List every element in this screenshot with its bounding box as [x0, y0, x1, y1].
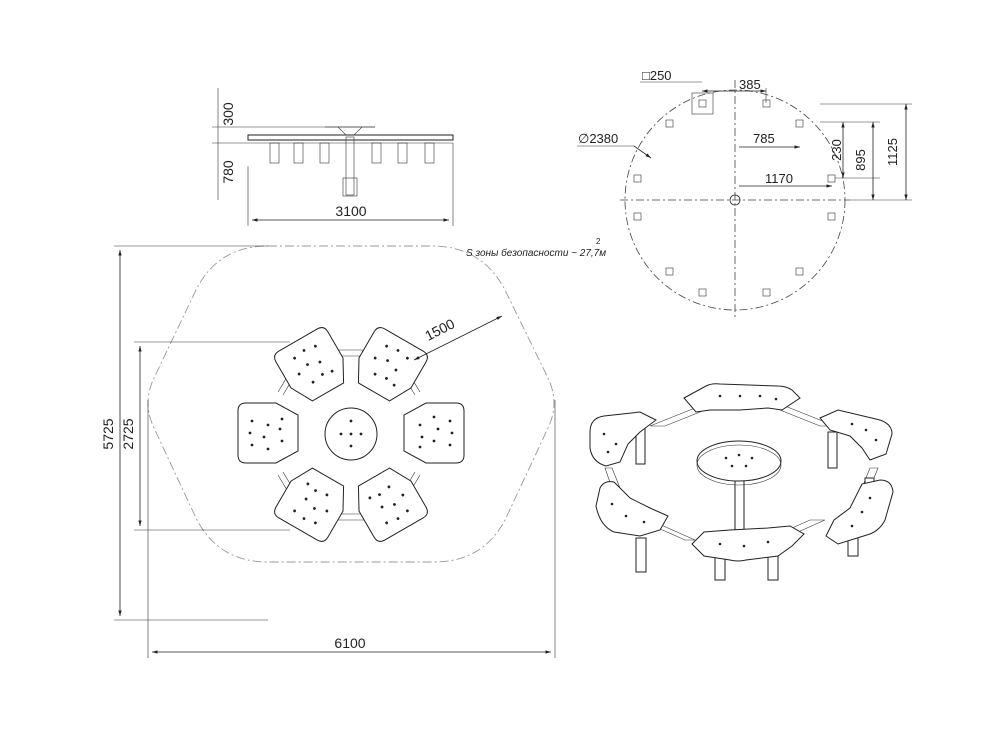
radius-outer: 1170: [765, 171, 793, 186]
offset-large: 1125: [885, 138, 900, 166]
offset-small: 230: [829, 139, 844, 161]
offset-mid: 895: [853, 149, 868, 171]
post-offset: 385: [739, 77, 761, 92]
circle-diameter: ∅2380: [578, 131, 618, 146]
post-square-size: □250: [642, 68, 672, 83]
plan-height-total: 5725: [100, 418, 116, 449]
plan-view: S зоны безопасности ~ 27,7м 2 1500 5: [100, 237, 606, 658]
radius-inner: 785: [753, 131, 775, 146]
plan-height-inner: 2725: [120, 418, 136, 449]
side-height-canopy: 300: [220, 102, 236, 126]
plan-width-total: 6100: [334, 635, 365, 651]
safety-zone-label: S зоны безопасности ~ 27,7м: [466, 247, 606, 259]
top-scheme: □250 385 ∅2380 785 1170 230 895 1125: [577, 68, 912, 318]
side-view: 300 780 3100: [212, 88, 454, 226]
isometric-view: [589, 383, 894, 581]
safety-zone-superscript: 2: [596, 237, 601, 246]
side-height-seat: 780: [220, 160, 236, 184]
side-width-total: 3100: [335, 203, 366, 219]
plan-clearance: 1500: [422, 315, 457, 343]
